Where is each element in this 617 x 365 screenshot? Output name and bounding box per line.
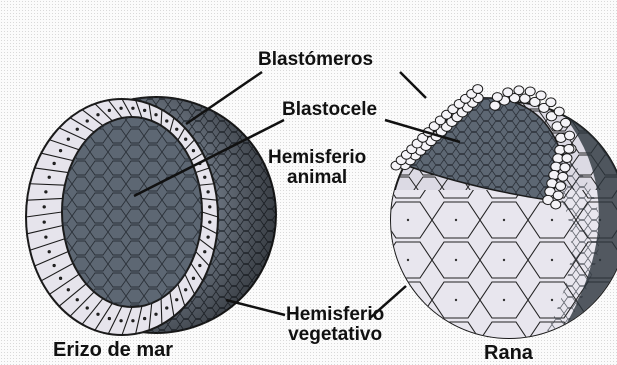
blastomere-nucleus [43,206,45,208]
label-hemisferio-animal-line1: Hemisferio [268,148,366,168]
blastomere-nucleus [192,150,194,152]
blastomere-nucleus [155,114,157,116]
label-hemisferio-animal: Hemisferio animal [268,148,366,188]
label-blastomeros: Blastómeros [258,50,373,70]
blastomere-nucleus [97,114,99,116]
blastomere-nucleus [86,307,88,309]
blastomere-nucleus [207,236,209,238]
blastomere-nucleus [48,251,50,253]
label-hemisferio-vegetativo-line2: vegetativo [286,325,384,345]
blastomere-nucleus [120,107,122,109]
blastomere-cell [564,144,574,153]
blastomere-nucleus [59,150,61,152]
blastomere-cell [536,91,546,100]
caption-rana: Rana [484,343,533,363]
label-hemisferio-animal-line2: animal [268,168,366,188]
blastomere-nucleus [132,320,134,322]
blastomere-nucleus [132,107,134,109]
blastomere-nucleus [76,299,78,301]
blastomere-nucleus [67,289,69,291]
blastomere-cell [553,191,563,200]
blastomere-nucleus [53,264,55,266]
blastomere-nucleus [185,138,187,140]
blastomere-nucleus [45,191,47,193]
blastomere-cell [562,154,572,163]
blastomere-nucleus [53,162,55,164]
frog-blastula [390,85,617,340]
blastomere-cell [546,98,556,107]
blastomere-nucleus [144,109,146,111]
blastomere-cell [503,88,513,97]
blastomere-nucleus [207,191,209,193]
blastomere-nucleus [204,176,206,178]
blastomere-nucleus [166,307,168,309]
blastomere-cell [561,118,571,127]
blastomere-cell [556,182,566,191]
blastomere-cell [525,87,535,96]
blastomere-nucleus [204,251,206,253]
blastomere-cell [560,163,570,172]
label-hemisferio-vegetativo-line1: Hemisferio [286,305,384,325]
blastomere-nucleus [120,320,122,322]
caption-erizo-de-mar: Erizo de mar [53,340,173,360]
blastomere-nucleus [59,277,61,279]
blastomere-nucleus [97,313,99,315]
blastomere-nucleus [176,128,178,130]
blastomere-cell [554,107,564,116]
blastomere-nucleus [209,221,211,223]
blastomere-nucleus [45,236,47,238]
blastomere-nucleus [185,289,187,291]
blastomere-nucleus [209,206,211,208]
blastomere-nucleus [86,120,88,122]
blastomere-cell [558,172,568,181]
blastomere-nucleus [48,176,50,178]
blastomere-nucleus [155,313,157,315]
blastomere-cell [565,131,575,140]
label-hemisferio-vegetativo: Hemisferio vegetativo [286,305,384,345]
blastomere-cell [490,101,500,110]
sea-urchin-blastula [26,97,276,337]
blastomere-nucleus [67,138,69,140]
label-blastocele: Blastocele [282,100,377,120]
blastomere-cell [473,85,483,94]
blastomere-cell [551,200,561,209]
blastomere-nucleus [76,128,78,130]
blastomere-nucleus [144,317,146,319]
blastomere-cell [492,93,502,102]
blastomere-nucleus [192,277,194,279]
blastomere-nucleus [43,221,45,223]
blastomere-nucleus [176,299,178,301]
blastomere-nucleus [199,264,201,266]
blastomere-nucleus [108,109,110,111]
blastomere-cell [514,86,524,95]
blastomere-nucleus [108,317,110,319]
blastomere-nucleus [166,120,168,122]
